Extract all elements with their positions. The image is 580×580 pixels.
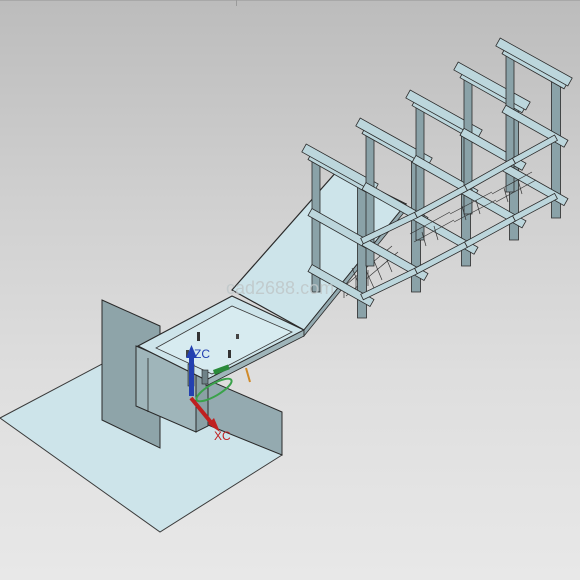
landing-post-2 [228, 350, 231, 358]
axis-triad [186, 345, 251, 432]
landing-post-6 [201, 369, 209, 385]
frame-3-top-cap [405, 89, 483, 139]
landing-post-4 [236, 334, 239, 339]
y-axis-ring [195, 377, 233, 403]
y-axis-arrow [213, 364, 230, 375]
frame-2-top-cap [355, 117, 433, 167]
longitudinal-beam-low-4 [512, 192, 558, 222]
landing-post-3 [186, 350, 189, 357]
viewport-top-border [0, 0, 580, 1]
longitudinal-beam-low-2 [414, 241, 468, 275]
longitudinal-beam-low-3 [464, 215, 516, 248]
watermark-text: cad2688.com [226, 278, 335, 298]
longitudinal-beam-4 [512, 134, 558, 164]
frame-floor-grating [409, 171, 537, 247]
frame-5-top-cap [495, 37, 573, 87]
x-axis-head [208, 418, 220, 432]
frame-1-top-cap [301, 143, 379, 193]
x-axis-arrow [189, 396, 216, 428]
z-axis-arrow [189, 356, 194, 396]
longitudinal-beam-low-1 [360, 267, 418, 301]
back-wall-panel [101, 299, 161, 449]
frame-1-tie-1 [307, 263, 375, 308]
z-axis-label: ZC [194, 347, 210, 361]
x-axis-label: XC [214, 429, 231, 443]
landing-post-1 [197, 332, 200, 341]
viewport-top-tick [236, 0, 237, 6]
steel-frame-structure [301, 37, 573, 319]
axis-handle-orange [245, 367, 251, 383]
z-axis-head [186, 345, 197, 358]
